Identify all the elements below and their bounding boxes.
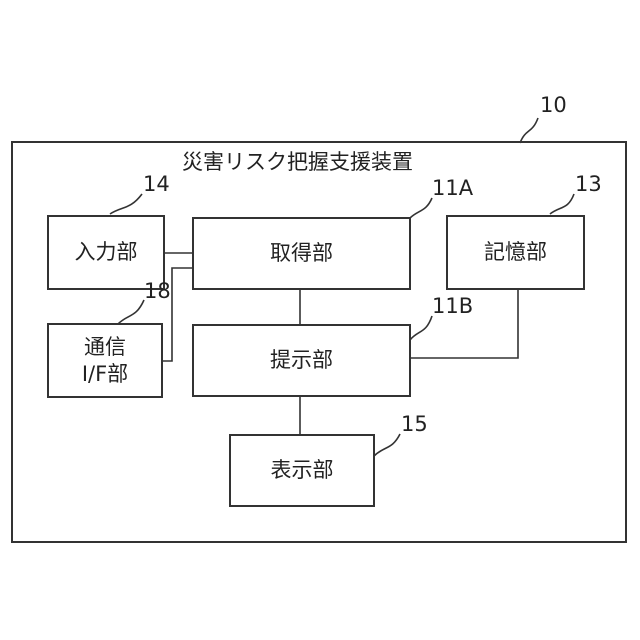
comm-label-line2: I/F部 xyxy=(82,361,128,387)
input-label: 入力部 xyxy=(75,239,138,265)
leader-18 xyxy=(118,300,144,324)
display-block: 表示部 xyxy=(229,434,375,507)
storage-label: 記憶部 xyxy=(484,239,547,265)
leader-13 xyxy=(550,194,574,214)
leader-11A xyxy=(410,198,432,218)
present-block: 提示部 xyxy=(192,324,411,397)
present-ref: 11B xyxy=(432,294,473,318)
comm-block: 通信 I/F部 xyxy=(47,323,163,398)
display-ref: 15 xyxy=(401,412,428,436)
acquire-ref: 11A xyxy=(432,176,473,200)
acquire-block: 取得部 xyxy=(192,217,411,290)
leader-15 xyxy=(374,434,400,456)
present-label: 提示部 xyxy=(270,347,333,373)
storage-ref: 13 xyxy=(575,172,602,196)
storage-block: 記憶部 xyxy=(446,215,585,290)
comm-label-line1: 通信 xyxy=(84,334,126,360)
acquire-label: 取得部 xyxy=(270,240,333,266)
leader-14 xyxy=(110,194,142,214)
comm-ref: 18 xyxy=(144,279,171,303)
input-ref: 14 xyxy=(143,172,170,196)
display-label: 表示部 xyxy=(271,457,334,483)
leader-11B xyxy=(410,316,432,340)
leader-10 xyxy=(520,118,538,143)
